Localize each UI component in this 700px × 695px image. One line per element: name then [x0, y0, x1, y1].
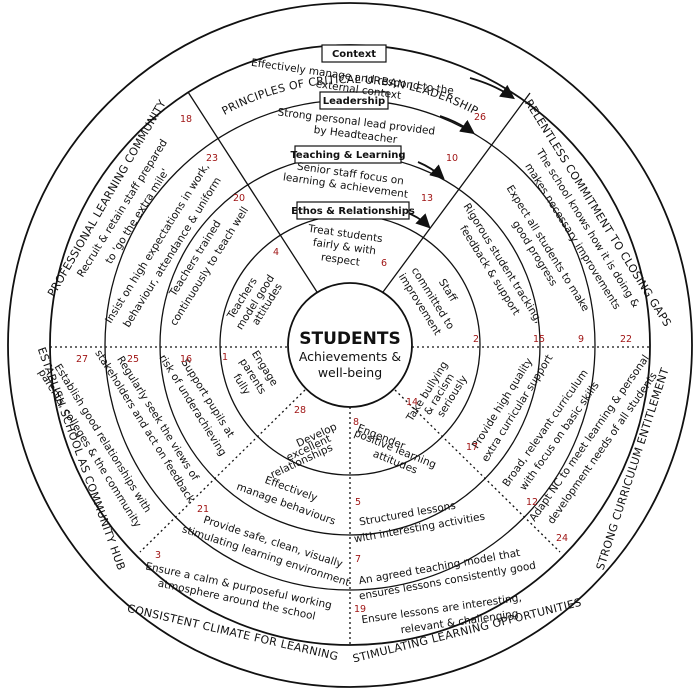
number-18: 18 [180, 114, 192, 125]
box-ethos: Ethos & Relationships [291, 201, 415, 220]
number-12: 12 [526, 497, 538, 508]
box-teaching: Teaching & Learning [290, 145, 406, 164]
number-6: 6 [381, 258, 387, 269]
number-25: 25 [127, 354, 139, 365]
insist-text-2: behaviour, attendance & uniform [121, 175, 224, 330]
divider-top-left [187, 91, 318, 293]
number-2: 2 [473, 334, 479, 345]
number-28: 28 [294, 405, 306, 416]
svg-text:Teaching & Learning: Teaching & Learning [290, 150, 405, 161]
number-13: 13 [421, 193, 433, 204]
arrow-context [469, 77, 515, 100]
divider-bottom-left [139, 389, 306, 553]
adapt-text-1: Adapt NC to meet learning & personal [527, 353, 652, 524]
outer-label-top-right: RELENTLESS COMMITMENT TO CLOSING GAPS [522, 97, 674, 329]
number-5: 5 [355, 497, 361, 508]
box-leadership: Leadership [319, 91, 389, 110]
number-3: 3 [155, 550, 161, 561]
number-22: 22 [620, 334, 632, 345]
divider-bottom-right [394, 389, 561, 553]
number-10: 10 [446, 153, 458, 164]
number-19: 19 [354, 604, 366, 615]
center-subtitle-2: well-being [318, 365, 382, 380]
number-4: 4 [273, 247, 279, 258]
number-17: 17 [466, 442, 478, 453]
number-15: 15 [533, 334, 545, 345]
number-26: 26 [474, 112, 486, 123]
arrow-leadership [439, 115, 475, 135]
number-7: 7 [355, 554, 361, 565]
outer-ring [7, 2, 693, 688]
number-14: 14 [406, 397, 418, 408]
svg-text:Context: Context [332, 49, 376, 60]
number-27: 27 [76, 354, 88, 365]
center-subtitle-1: Achievements & [299, 349, 402, 364]
number-24: 24 [556, 533, 568, 544]
svg-text:Leadership: Leadership [323, 96, 385, 107]
number-23: 23 [206, 153, 218, 164]
ethos-text-3: respect [320, 251, 360, 268]
divider-top-right [382, 92, 531, 293]
number-16: 16 [180, 354, 192, 365]
number-1: 1 [222, 352, 228, 363]
center-title: STUDENTS [299, 329, 400, 349]
svg-text:Ethos & Relationships: Ethos & Relationships [291, 206, 415, 217]
number-8: 8 [353, 417, 359, 428]
box-context: Context [321, 44, 387, 63]
number-21: 21 [197, 504, 209, 515]
number-20: 20 [233, 193, 245, 204]
number-9: 9 [578, 334, 584, 345]
arrow-teaching [417, 161, 445, 180]
